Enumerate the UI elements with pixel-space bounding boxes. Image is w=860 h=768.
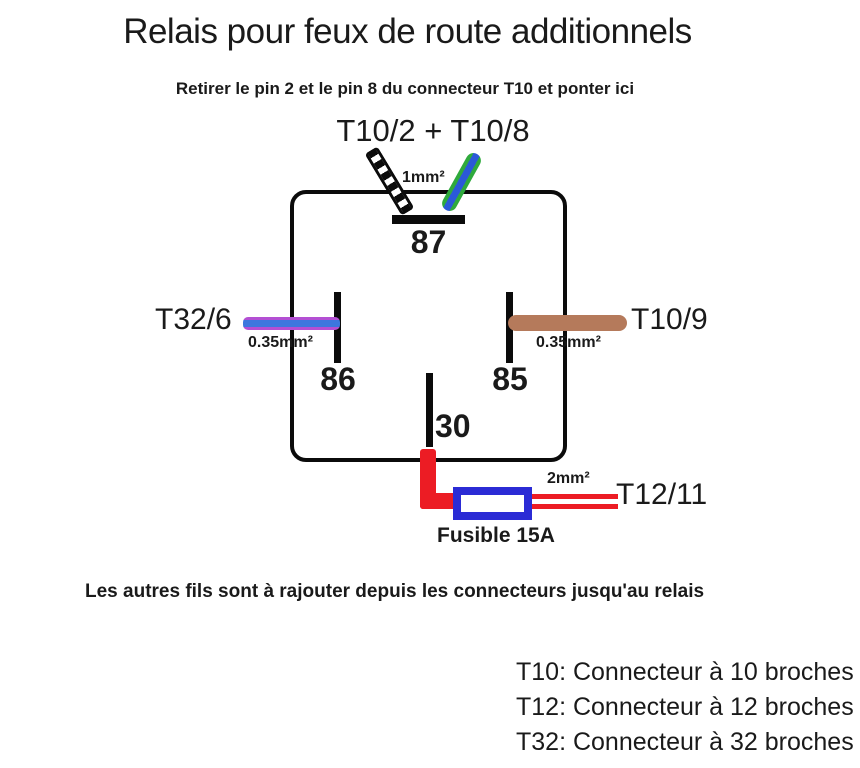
fuse-symbol	[453, 487, 532, 520]
legend-item-t12: T12: Connecteur à 12 broches	[516, 693, 854, 721]
red-wire-horizontal	[420, 493, 462, 509]
instruction-note: Retirer le pin 2 et le pin 8 du connecte…	[175, 79, 635, 98]
connector-legend: T10: Connecteur à 10 broches T12: Connec…	[516, 655, 854, 760]
footer-note: Les autres fils sont à rajouter depuis l…	[85, 581, 705, 602]
diagram-title: Relais pour feux de route additionnels	[123, 12, 692, 51]
bottom-wire-gauge: 2mm²	[547, 470, 590, 487]
fuse-label: Fusible 15A	[437, 524, 555, 547]
legend-item-t32: T32: Connecteur à 32 broches	[516, 728, 854, 756]
brown-wire	[508, 315, 627, 331]
right-wire-gauge: 0.35mm²	[536, 334, 601, 351]
pin-87-label: 87	[410, 224, 447, 260]
right-connector-label: T10/9	[631, 303, 708, 336]
pin-87-terminal	[392, 215, 465, 224]
left-wire-gauge: 0.35mm²	[248, 334, 313, 351]
blue-purple-wire	[243, 317, 340, 330]
top-wire-gauge: 1mm²	[402, 169, 445, 186]
red-wire-to-connector	[530, 494, 618, 509]
legend-item-t10: T10: Connecteur à 10 broches	[516, 658, 854, 686]
pin-86-label: 86	[320, 361, 356, 397]
pin-30-terminal	[426, 373, 433, 447]
top-connector-label: T10/2 + T10/8	[336, 113, 530, 148]
pin-30-label: 30	[435, 408, 471, 444]
pin-85-label: 85	[492, 361, 528, 397]
left-connector-label: T32/6	[155, 303, 232, 336]
bottom-connector-label: T12/11	[616, 478, 708, 511]
